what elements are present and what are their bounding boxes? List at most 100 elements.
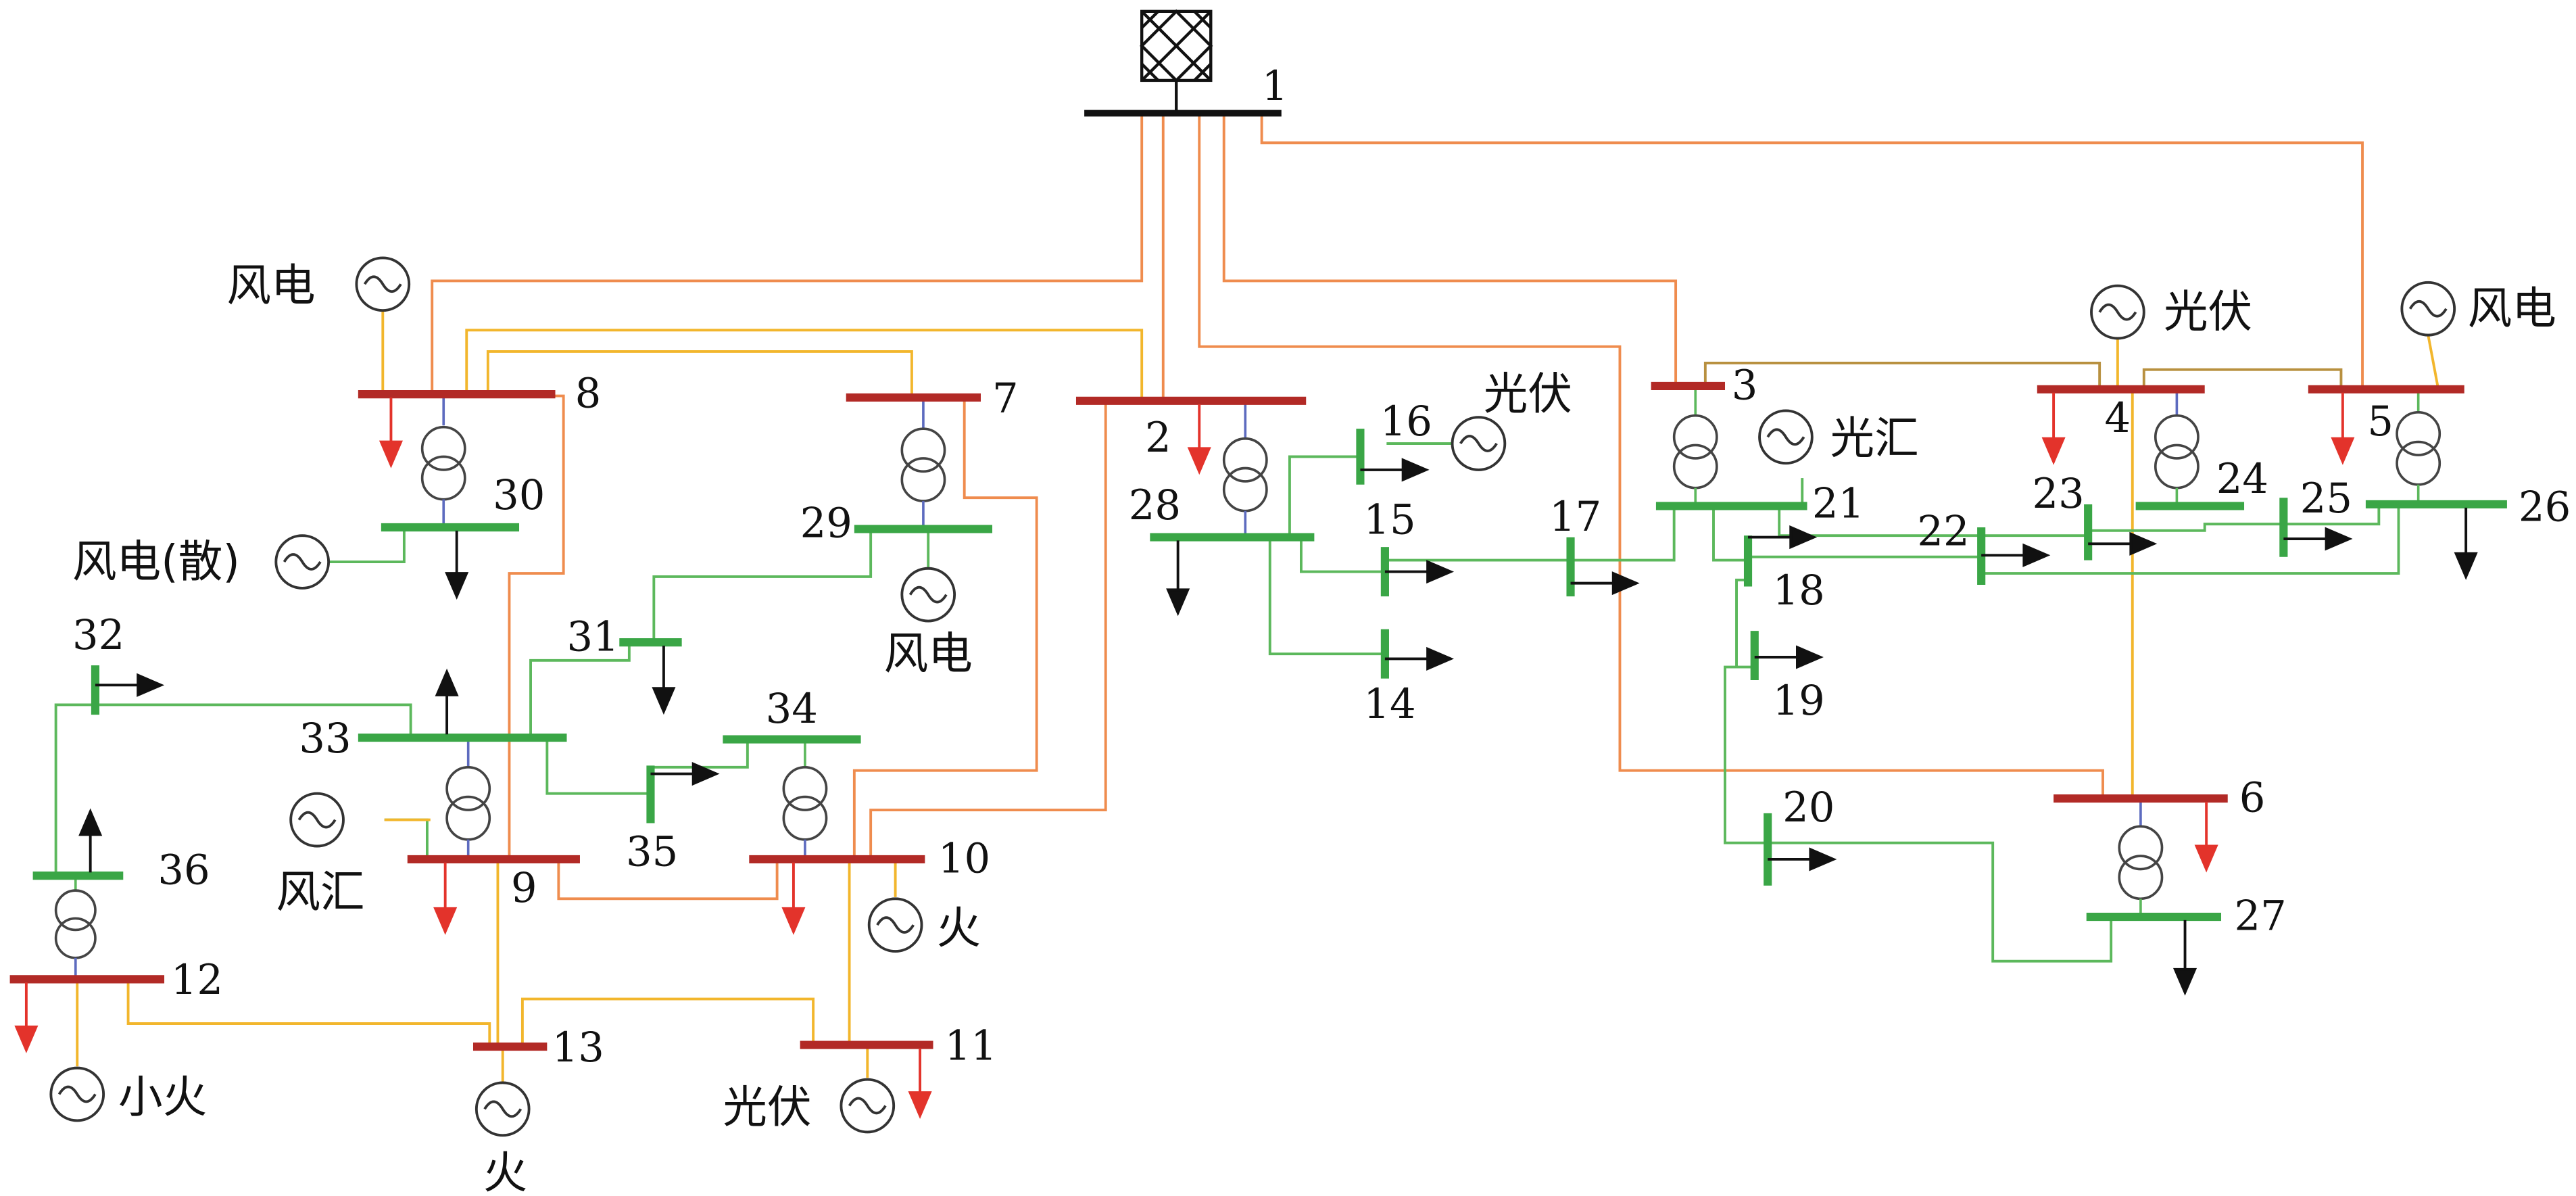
load-arrow-icon bbox=[1570, 571, 1640, 596]
transformer-33-9 bbox=[445, 739, 491, 858]
ac-generator-icon bbox=[289, 792, 345, 848]
ac-generator-icon bbox=[867, 897, 923, 953]
bus-label-3: 3 bbox=[1732, 362, 1758, 409]
load-arrow-icon bbox=[2454, 507, 2478, 580]
line-1-6 bbox=[1198, 114, 2104, 797]
bus-labels: 1 2 3 4 5 6 7 8 9 10 11 12 13 14 15 16 1… bbox=[72, 63, 2571, 1072]
transformer-4-24 bbox=[2154, 391, 2200, 506]
line-7-10 bbox=[852, 397, 1038, 857]
line-31-33 bbox=[529, 642, 631, 736]
line-28-14 bbox=[1268, 537, 1385, 656]
load-arrow-icon bbox=[379, 397, 403, 469]
line-21-18 bbox=[1712, 506, 1749, 562]
bus-label-1: 1 bbox=[1262, 63, 1288, 110]
bus-label-4: 4 bbox=[2104, 395, 2131, 442]
bus-label-8: 8 bbox=[575, 370, 602, 418]
load-arrow-icon bbox=[1981, 543, 2051, 567]
transformer-7-29 bbox=[900, 399, 946, 527]
transformers bbox=[54, 387, 2441, 978]
bus-label-10: 10 bbox=[938, 835, 990, 882]
bus-label-9: 9 bbox=[511, 865, 537, 912]
bus-label-20: 20 bbox=[1782, 784, 1834, 832]
feeder-g5 bbox=[2427, 335, 2439, 388]
tie-4-5 bbox=[2142, 368, 2343, 389]
gen-label-16: 光伏 bbox=[1484, 368, 1572, 420]
load-arrow-icon bbox=[652, 645, 676, 715]
line-13-11 bbox=[520, 997, 815, 1045]
load-arrow-icon bbox=[2283, 527, 2353, 551]
bus-label-29: 29 bbox=[800, 500, 852, 548]
load-arrow-icon bbox=[2088, 531, 2158, 556]
bus-label-26: 26 bbox=[2519, 483, 2571, 531]
load-arrow-icon bbox=[2331, 392, 2355, 465]
gen-label-13: 火 bbox=[483, 1147, 528, 1196]
line-22-26 bbox=[1981, 504, 2400, 575]
bus-label-18: 18 bbox=[1772, 567, 1824, 615]
load-arrow-icon bbox=[14, 982, 39, 1053]
load-arrow-icon bbox=[2173, 919, 2197, 996]
ac-generator-icon bbox=[475, 1081, 531, 1137]
gen-label-4: 光伏 bbox=[2164, 286, 2252, 337]
load-arrow-icon bbox=[95, 673, 165, 697]
load-arrow-icon bbox=[1166, 540, 1190, 617]
line-17-21 bbox=[1570, 506, 1676, 562]
load-arrow-icon bbox=[1768, 847, 1837, 871]
line-1-5 bbox=[1260, 114, 2364, 388]
bus-label-14: 14 bbox=[1363, 681, 1415, 728]
line-20-27 bbox=[1768, 841, 2113, 963]
ac-generator-icon bbox=[355, 256, 411, 312]
transformer-6-27 bbox=[2118, 800, 2164, 915]
tie-3-4 bbox=[1703, 361, 2101, 389]
load-arrow-icon bbox=[1360, 458, 1430, 482]
line-30-gen bbox=[329, 527, 406, 563]
bus-label-30: 30 bbox=[493, 472, 545, 519]
line-9-10 bbox=[557, 861, 779, 901]
gen-label-12: 小火 bbox=[118, 1072, 207, 1123]
bus-label-32: 32 bbox=[72, 612, 124, 659]
gen-label-9: 风汇 bbox=[276, 866, 364, 917]
transformer-3-21 bbox=[1672, 387, 1718, 504]
bus-label-21: 21 bbox=[1812, 480, 1864, 527]
line-33-35 bbox=[545, 739, 651, 795]
lines-220kv bbox=[54, 442, 2400, 963]
ac-generator-icon bbox=[274, 534, 331, 590]
bus-label-27: 27 bbox=[2234, 892, 2286, 940]
load-arrow-icon bbox=[1748, 525, 1818, 550]
load-arrow-icon bbox=[650, 762, 720, 786]
bus-label-22: 22 bbox=[1917, 508, 1969, 556]
bus-label-34: 34 bbox=[766, 686, 818, 733]
bus-label-12: 12 bbox=[171, 957, 223, 1004]
line-28-15 bbox=[1299, 537, 1385, 573]
transformer-2-28 bbox=[1222, 402, 1268, 536]
bus-label-7: 7 bbox=[992, 375, 1019, 423]
bus-label-33: 33 bbox=[299, 715, 351, 763]
gen-label-5: 风电 bbox=[2468, 283, 2556, 335]
load-arrow-icon bbox=[435, 668, 459, 735]
gen-label-30: 风电(散) bbox=[72, 536, 240, 588]
line-18-19 bbox=[1735, 578, 1755, 669]
bus-label-6: 6 bbox=[2239, 774, 2266, 821]
lines-gen bbox=[126, 329, 2343, 1045]
bus-label-19: 19 bbox=[1772, 677, 1824, 725]
line-2-10 bbox=[869, 402, 1107, 857]
load-arrow-icon bbox=[1384, 646, 1455, 671]
bus-label-25: 25 bbox=[2300, 475, 2352, 523]
bus-label-35: 35 bbox=[626, 829, 678, 876]
line-8-9 bbox=[508, 394, 565, 857]
line-32-36 bbox=[54, 703, 95, 874]
line-9-gen bbox=[384, 818, 429, 859]
gen-label-8: 风电 bbox=[226, 260, 315, 312]
line-1-8 bbox=[431, 114, 1144, 393]
gen-label-11: 光伏 bbox=[723, 1082, 811, 1133]
loads-220kv bbox=[78, 458, 2478, 996]
line-19-20 bbox=[1724, 665, 1768, 844]
buses bbox=[9, 110, 2507, 1051]
line-28-16 bbox=[1288, 455, 1361, 537]
load-arrow-icon bbox=[1187, 404, 1211, 475]
bus-label-13: 13 bbox=[552, 1024, 604, 1072]
transformer-34-10 bbox=[782, 740, 828, 858]
line-35-34 bbox=[650, 739, 749, 769]
line-8-2 bbox=[465, 329, 1144, 403]
ac-generator-icon bbox=[840, 1078, 896, 1134]
